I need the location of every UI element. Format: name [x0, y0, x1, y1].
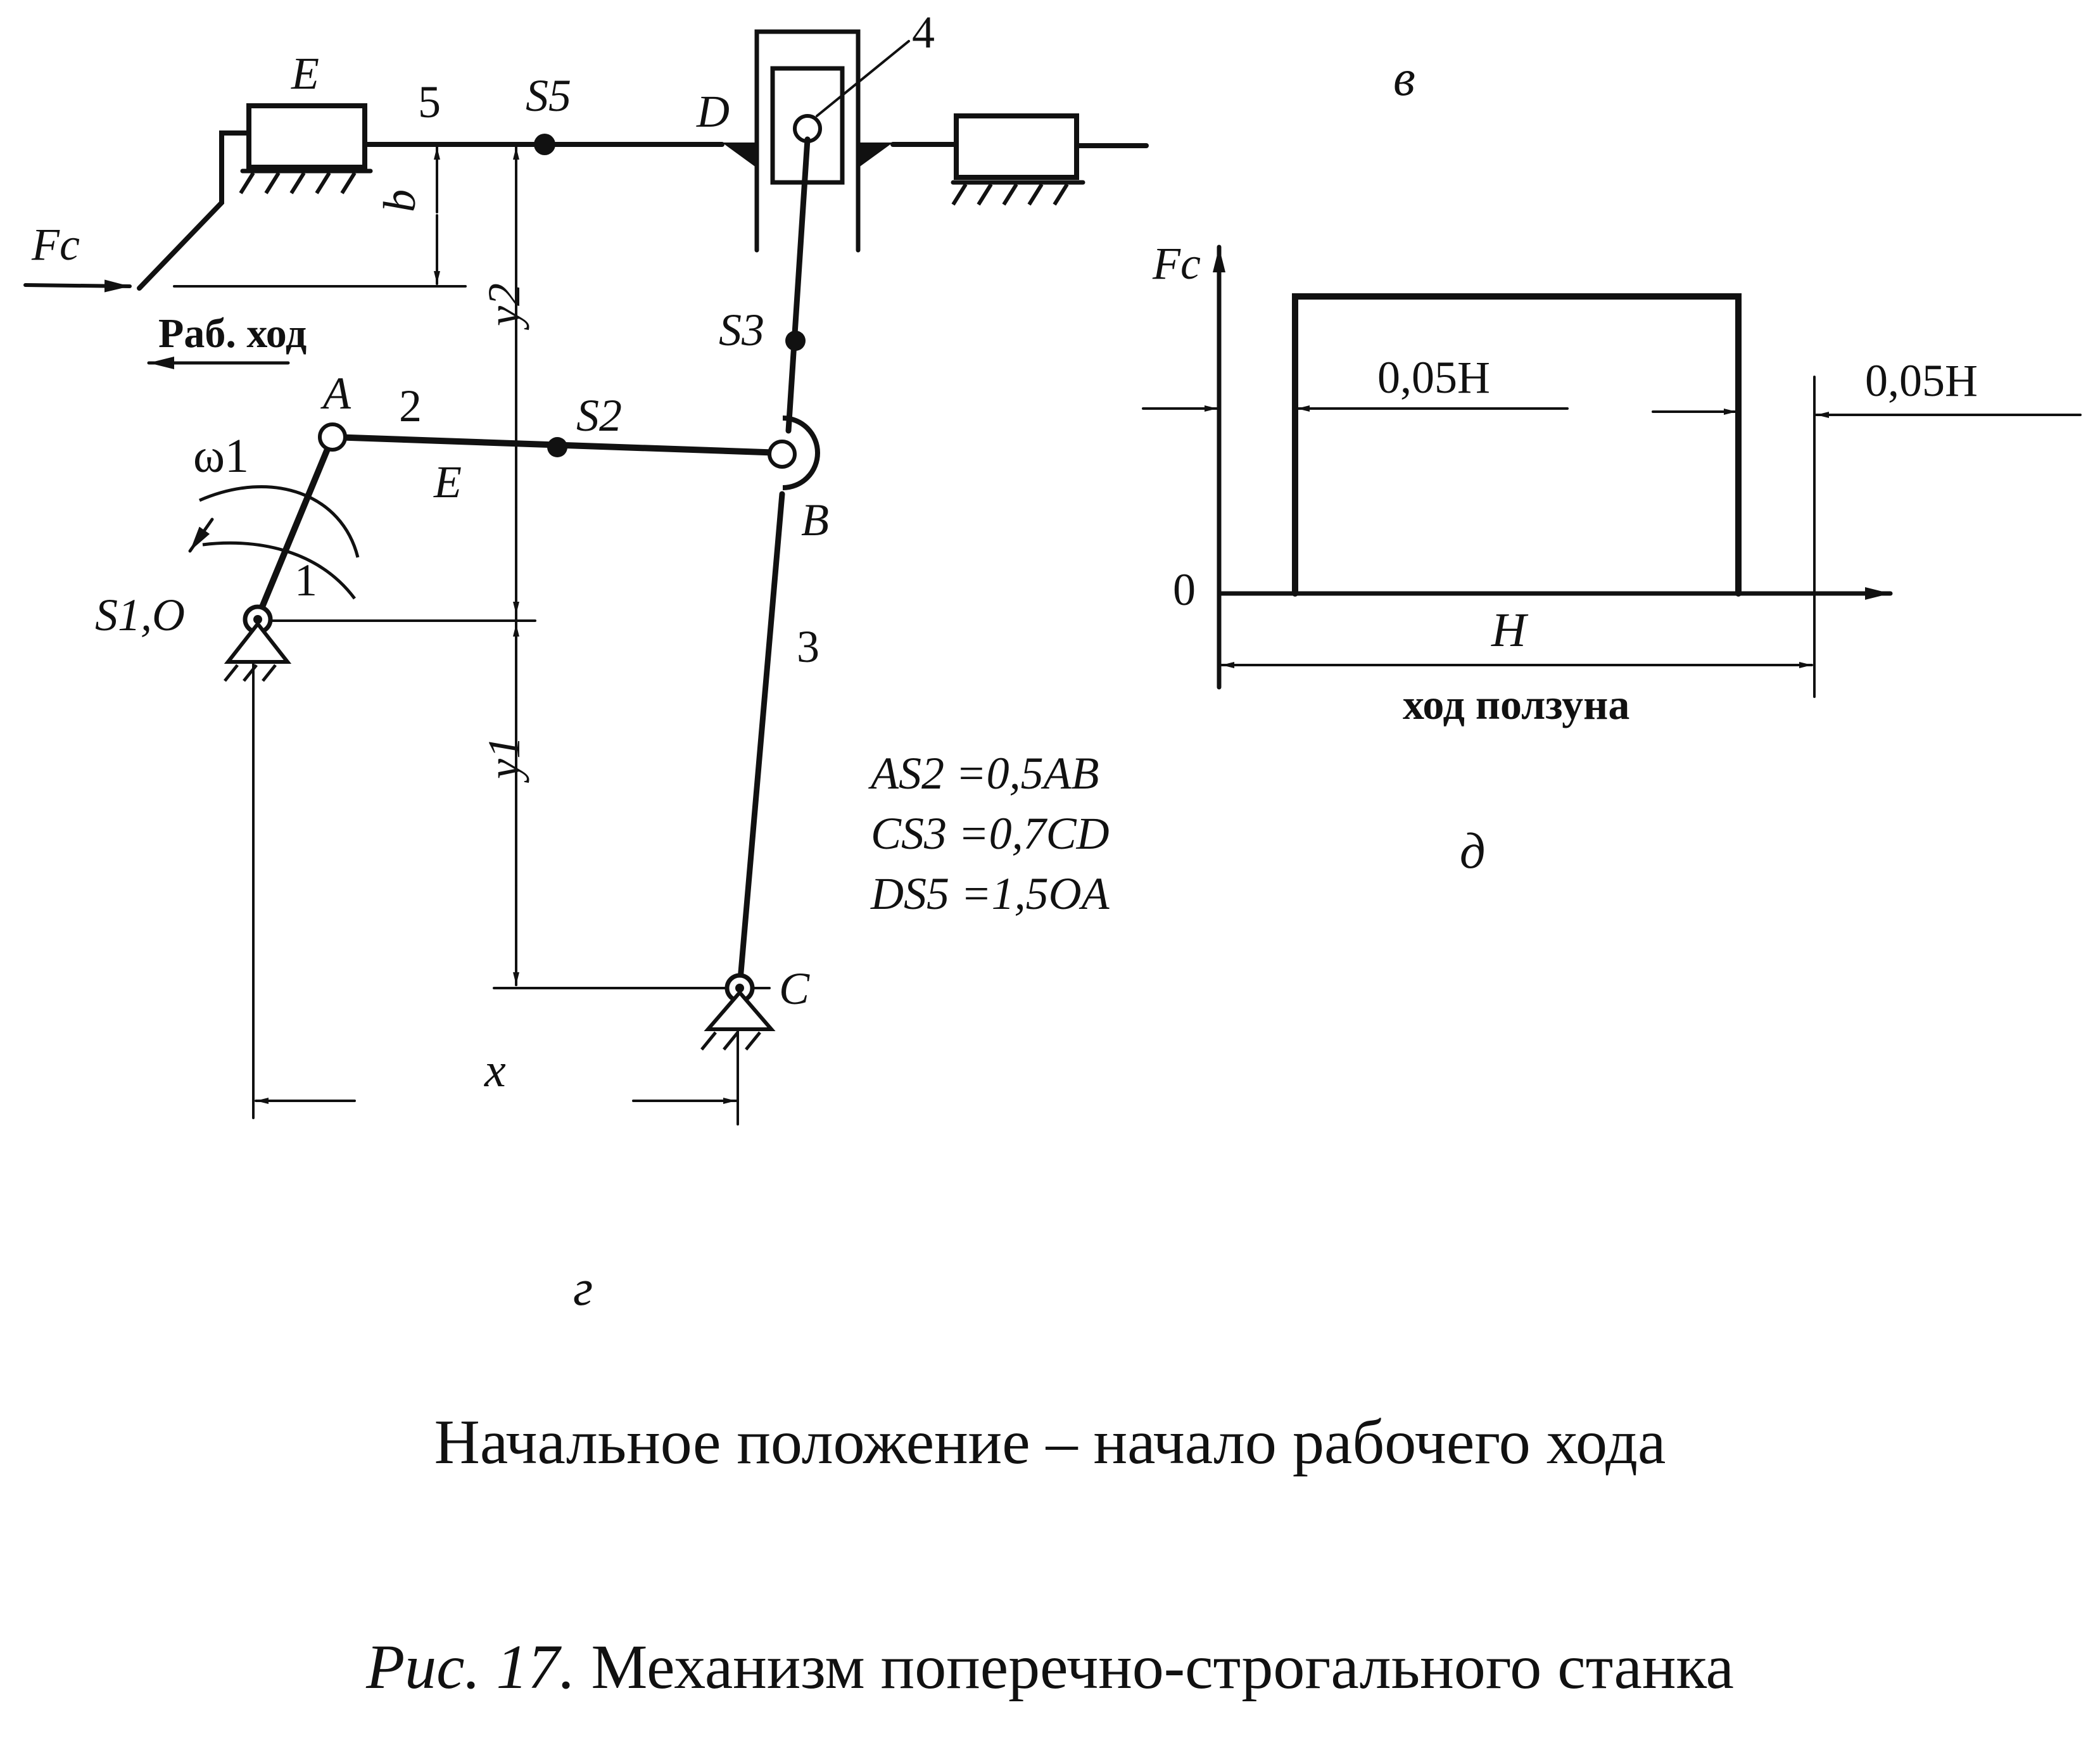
- sublabel-v: в: [1393, 51, 1415, 106]
- position-caption: Начальное положение – начало рабочего хо…: [434, 1407, 1666, 1477]
- sublabel-g: г: [573, 1260, 593, 1316]
- figure-title: Механизм поперечно-строгального станка: [591, 1632, 1734, 1702]
- link1-crank: [255, 434, 336, 621]
- support-c-triangle: [704, 989, 776, 1031]
- label-link4: 4: [912, 7, 935, 58]
- label-s3: S3: [719, 305, 764, 355]
- origin-label: 0: [1173, 564, 1196, 615]
- omega-arc-top: [199, 485, 360, 558]
- joint-b-arc: [782, 415, 820, 490]
- label-y2: y2: [479, 283, 529, 331]
- joint-b: [768, 440, 797, 469]
- support-c-pin: [735, 984, 744, 993]
- tool-bend: [137, 130, 251, 291]
- link3-rocker-upper: [785, 136, 811, 434]
- label-s1o: S1,O: [95, 590, 185, 640]
- omega-arc-right: [202, 541, 356, 600]
- fc-force-arrow: [23, 279, 132, 293]
- label-e-mid: E: [433, 457, 462, 507]
- leader-4: [816, 40, 910, 117]
- hatch-right: [951, 183, 1069, 206]
- label-b-joint: B: [801, 495, 829, 545]
- support-c-hatch: [700, 1031, 761, 1051]
- sublabel-d: д: [1460, 823, 1485, 879]
- dim-right-label: 0,05H: [1865, 355, 1978, 406]
- support-o-pin: [253, 615, 262, 624]
- mechanism-drawing: E 5 S5 D 4 Fc b Раб. ход y2 S3 A 2 S2 ω1…: [23, 7, 1149, 1316]
- hatch-e-left: [239, 172, 357, 194]
- label-fc: Fc: [31, 219, 80, 270]
- label-s5: S5: [526, 70, 571, 121]
- relation-2: CS3 =0,7CD: [871, 808, 1110, 859]
- label-d: D: [696, 86, 730, 137]
- label-link3: 3: [797, 621, 819, 672]
- joint-a: [318, 422, 347, 452]
- label-omega1: ω1: [193, 429, 249, 483]
- point-s3: [785, 331, 806, 351]
- point-s5: [534, 134, 555, 155]
- label-link2: 2: [399, 381, 422, 431]
- label-s2: S2: [576, 390, 622, 441]
- relation-1: AS2 =0,5AB: [868, 748, 1099, 799]
- label-c: C: [779, 963, 810, 1014]
- force-curve: [1292, 293, 1742, 597]
- label-e-top: E: [291, 48, 319, 99]
- fc-axis-label: Fc: [1152, 238, 1201, 289]
- label-a: A: [320, 368, 351, 419]
- point-s2: [547, 437, 567, 457]
- support-o-hatch: [224, 664, 277, 682]
- link3-rocker-lower: [737, 491, 785, 990]
- d-weld-right: [858, 143, 893, 168]
- label-link1: 1: [294, 555, 317, 606]
- slider-right: [954, 113, 1079, 180]
- force-diagram: в Fc 0 0,05H 0,05H H ход ползуна д: [1142, 51, 2082, 879]
- figure-caption: Рис. 17. Механизм поперечно-строгального…: [365, 1632, 1734, 1702]
- label-b: b: [374, 189, 425, 212]
- x-axis-caption: ход ползуна: [1403, 680, 1629, 728]
- omega-arrow: [188, 517, 214, 553]
- slot-guide-frame: [754, 29, 861, 253]
- label-x: x: [484, 1044, 506, 1097]
- label-link5: 5: [418, 77, 441, 127]
- d-weld-left: [722, 143, 757, 168]
- support-o-triangle: [224, 621, 292, 664]
- label-y1: y1: [479, 736, 529, 783]
- slider-e-left: [246, 103, 367, 170]
- figure-number: Рис. 17.: [365, 1632, 575, 1702]
- dim-left-label: 0,05H: [1377, 352, 1490, 403]
- label-work-stroke: Раб. ход: [158, 310, 307, 357]
- h-label: H: [1491, 604, 1529, 657]
- relation-3: DS5 =1,5OA: [870, 868, 1110, 919]
